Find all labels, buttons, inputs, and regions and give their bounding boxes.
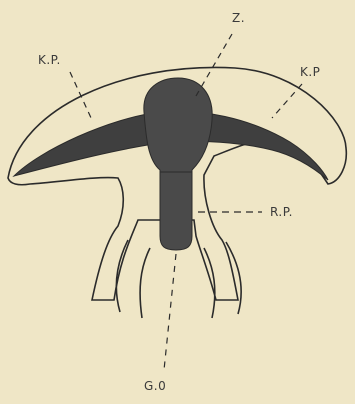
label-rp: R.P. bbox=[270, 205, 293, 219]
label-kp-right: K.P bbox=[300, 65, 320, 79]
leader-z bbox=[196, 34, 232, 96]
manubrium-head bbox=[144, 78, 212, 176]
manubrium-stalk bbox=[160, 172, 192, 250]
label-kp-left: K.P. bbox=[38, 53, 61, 67]
leader-go bbox=[164, 254, 176, 370]
tentacle-right-inner bbox=[204, 248, 215, 318]
leader-kp-right bbox=[272, 84, 302, 118]
leader-kp-left bbox=[70, 72, 92, 120]
label-go: G.0 bbox=[144, 379, 166, 393]
label-z: Z. bbox=[232, 11, 245, 25]
tentacle-left-inner bbox=[140, 248, 150, 318]
